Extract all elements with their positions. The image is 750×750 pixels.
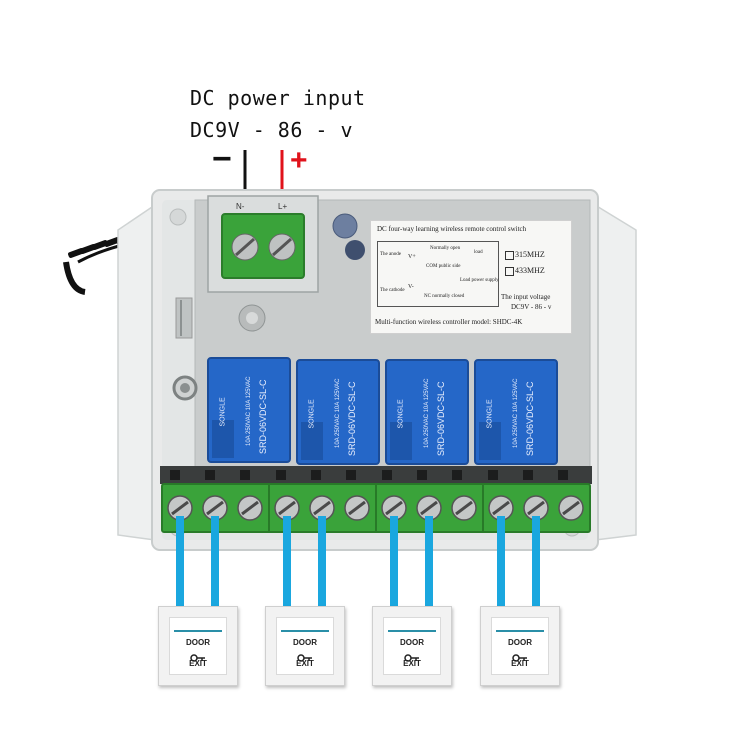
relay-3-model: SRD-06VDC-SL-C — [436, 381, 446, 456]
terminal-label-negative: N- — [236, 202, 245, 211]
switch-3-top-label: DOOR — [400, 638, 424, 647]
screw-hole-top-left — [169, 208, 187, 226]
switch-3-indicator — [388, 630, 436, 632]
key-icon — [297, 649, 313, 662]
power-terminal-block — [221, 213, 305, 279]
case-flange-right — [594, 203, 637, 541]
terminal-label-positive: L+ — [278, 202, 288, 211]
switch-1-bottom-label: EXIT — [189, 659, 207, 668]
diagram-normally-closed: NC normally closed — [424, 294, 465, 299]
switch-3-face: DOOR EXIT — [383, 617, 441, 675]
switch-1-top-label: DOOR — [186, 638, 210, 647]
relay-2-rating: 10A 250VAC 10A 125VAC — [335, 378, 341, 449]
relay-3-rating: 10A 250VAC 10A 125VAC — [424, 378, 430, 449]
freq-315-label: 315MHZ — [515, 250, 545, 259]
diagram-vplus: V+ — [408, 254, 416, 260]
relay-3-text: SRD-06VDC-SL-C SONGLE 10A 250VAC 10A 125… — [386, 360, 468, 464]
key-icon — [404, 649, 420, 662]
wiring-diagram: The anode The cathode V+ V- Normally ope… — [377, 241, 499, 307]
switch-2-bottom-label: EXIT — [296, 659, 314, 668]
annotation-voltage: DC9V - 86 - v — [190, 118, 354, 142]
switch-2-indicator — [281, 630, 329, 632]
crystal-module — [175, 297, 193, 339]
plus-symbol: + — [290, 144, 308, 177]
freq-433-label: 433MHZ — [515, 266, 545, 275]
terminal-header — [160, 466, 592, 484]
relay-3 — [385, 359, 469, 465]
capacitor-right — [345, 240, 365, 260]
input-voltage-label: The input voltage — [501, 293, 551, 301]
antenna-coil — [63, 234, 151, 295]
door-exit-switch-3[interactable]: DOOR EXIT — [372, 606, 452, 686]
input-voltage-value: DC9V - 86 - v — [511, 303, 552, 311]
relay-1-brand: SONGLE — [219, 397, 227, 427]
relay-1 — [207, 357, 291, 463]
model-label: Multi-function wireless controller model… — [375, 318, 523, 326]
door-exit-switch-2[interactable]: DOOR EXIT — [265, 606, 345, 686]
diagram-normally-open: Normally open — [430, 246, 461, 251]
relay-4 — [474, 359, 558, 465]
diagram-load: load — [474, 250, 483, 255]
relay-2 — [296, 359, 380, 465]
freq-315-checkbox — [505, 251, 514, 260]
door-exit-switch-1[interactable]: DOOR EXIT — [158, 606, 238, 686]
minus-symbol: − — [212, 140, 232, 178]
relay-1-text: SRD-06VDC-SL-C SONGLE 10A 250VAC 10A 125… — [208, 358, 290, 462]
switch-3-bottom-label: EXIT — [403, 659, 421, 668]
relay-3-brand: SONGLE — [397, 399, 405, 429]
switch-1-face: DOOR EXIT — [169, 617, 227, 675]
switch-4-bottom-label: EXIT — [511, 659, 529, 668]
capacitor-top — [332, 213, 358, 239]
relay-1-rating: 10A 250VAC 10A 125VAC — [246, 376, 252, 447]
diagram-load-supply: Load power supply — [460, 278, 499, 283]
relay-4-rating: 10A 250VAC 10A 125VAC — [513, 378, 519, 449]
switch-wires — [176, 516, 540, 612]
relay-2-model: SRD-06VDC-SL-C — [347, 381, 357, 456]
diagram-anode: The anode — [380, 252, 401, 257]
switch-4-face: DOOR EXIT — [491, 617, 549, 675]
switch-2-top-label: DOOR — [293, 638, 317, 647]
output-terminal-strip — [161, 483, 591, 533]
relay-4-brand: SONGLE — [486, 399, 494, 429]
diagram-vminus: V- — [408, 284, 414, 290]
relay-1-model: SRD-06VDC-SL-C — [258, 379, 268, 454]
diagram-com: COM public side — [426, 264, 461, 269]
freq-433-checkbox — [505, 267, 514, 276]
door-exit-switch-4[interactable]: DOOR EXIT — [480, 606, 560, 686]
relay-2-text: SRD-06VDC-SL-C SONGLE 10A 250VAC 10A 125… — [297, 360, 379, 464]
annotation-title: DC power input — [190, 86, 366, 110]
relay-2-brand: SONGLE — [308, 399, 316, 429]
spec-label-card: DC four-way learning wireless remote con… — [370, 220, 572, 334]
label-title: DC four-way learning wireless remote con… — [377, 225, 527, 233]
relay-4-text: SRD-06VDC-SL-C SONGLE 10A 250VAC 10A 125… — [475, 360, 557, 464]
key-icon — [512, 649, 528, 662]
switch-2-face: DOOR EXIT — [276, 617, 334, 675]
switch-4-indicator — [496, 630, 544, 632]
diagram-cathode: The cathode — [380, 288, 405, 293]
key-icon — [190, 649, 206, 662]
switch-4-top-label: DOOR — [508, 638, 532, 647]
case-flange-left — [117, 203, 156, 541]
switch-1-indicator — [174, 630, 222, 632]
relay-4-model: SRD-06VDC-SL-C — [525, 381, 535, 456]
